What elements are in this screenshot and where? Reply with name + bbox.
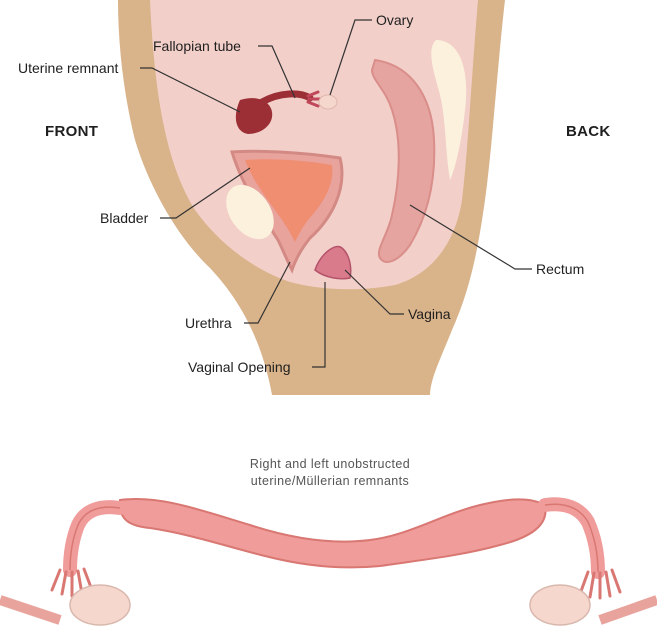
right-tube <box>545 504 598 572</box>
vagina-label: Vagina <box>408 306 451 322</box>
right-ligament <box>600 600 657 620</box>
left-ovary <box>70 585 130 625</box>
vaginal-opening-label: Vaginal Opening <box>188 359 290 375</box>
remnant-body <box>120 499 546 567</box>
left-ligament <box>0 600 60 620</box>
fallopian-tube-label: Fallopian tube <box>153 38 241 54</box>
urethra-label: Urethra <box>185 315 232 331</box>
back-label: BACK <box>566 124 611 140</box>
right-ovary <box>530 585 590 625</box>
uterine-remnant-label: Uterine remnant <box>18 60 118 76</box>
caption-line-2: uterine/Müllerian remnants <box>200 473 460 490</box>
right-fimbriae <box>580 570 620 598</box>
pelvis-cross-section <box>118 0 505 395</box>
bladder-label: Bladder <box>100 210 148 226</box>
ovary-shape <box>319 95 337 109</box>
rectum-label: Rectum <box>536 261 584 277</box>
mullerian-remnants <box>0 499 657 625</box>
front-label: FRONT <box>45 124 98 140</box>
ovary-label: Ovary <box>376 12 413 28</box>
caption-line-1: Right and left unobstructed <box>200 456 460 473</box>
left-tube <box>70 507 120 570</box>
